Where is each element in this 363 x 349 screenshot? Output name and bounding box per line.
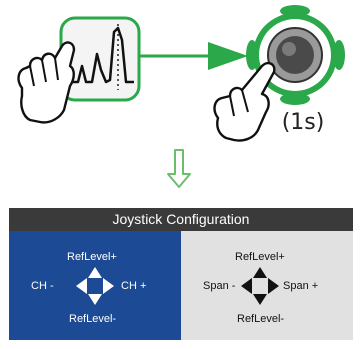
label-down: RefLevel- [69, 313, 117, 325]
label-right: Span + [283, 280, 319, 292]
hold-duration-caption: (1s) [281, 110, 325, 135]
down-arrow-icon [167, 149, 191, 188]
label-left: CH - [31, 280, 54, 292]
config-right-panel: RefLevel+ Span - Span + RefLevel- [181, 231, 353, 340]
pressing-hand-icon [213, 61, 276, 142]
dpad-arrows-icon [241, 267, 279, 305]
spectrum-key-icon [59, 16, 141, 102]
label-left: Span - [203, 280, 236, 292]
joystick-icon [246, 5, 345, 105]
pointing-hand-icon [17, 41, 76, 124]
config-left-panel: RefLevel+ CH - CH + RefLevel- [9, 231, 181, 340]
instruction-illustration [17, 5, 345, 188]
label-down: RefLevel- [237, 313, 285, 325]
label-up: RefLevel+ [235, 251, 285, 263]
joystick-configuration-panel: Joystick Configuration RefLevel+ CH - CH… [9, 208, 353, 340]
config-title: Joystick Configuration [9, 208, 353, 231]
label-right: CH + [121, 280, 147, 292]
green-arrow-icon [139, 42, 248, 70]
label-up: RefLevel+ [67, 251, 117, 263]
dpad-arrows-icon [76, 267, 114, 305]
